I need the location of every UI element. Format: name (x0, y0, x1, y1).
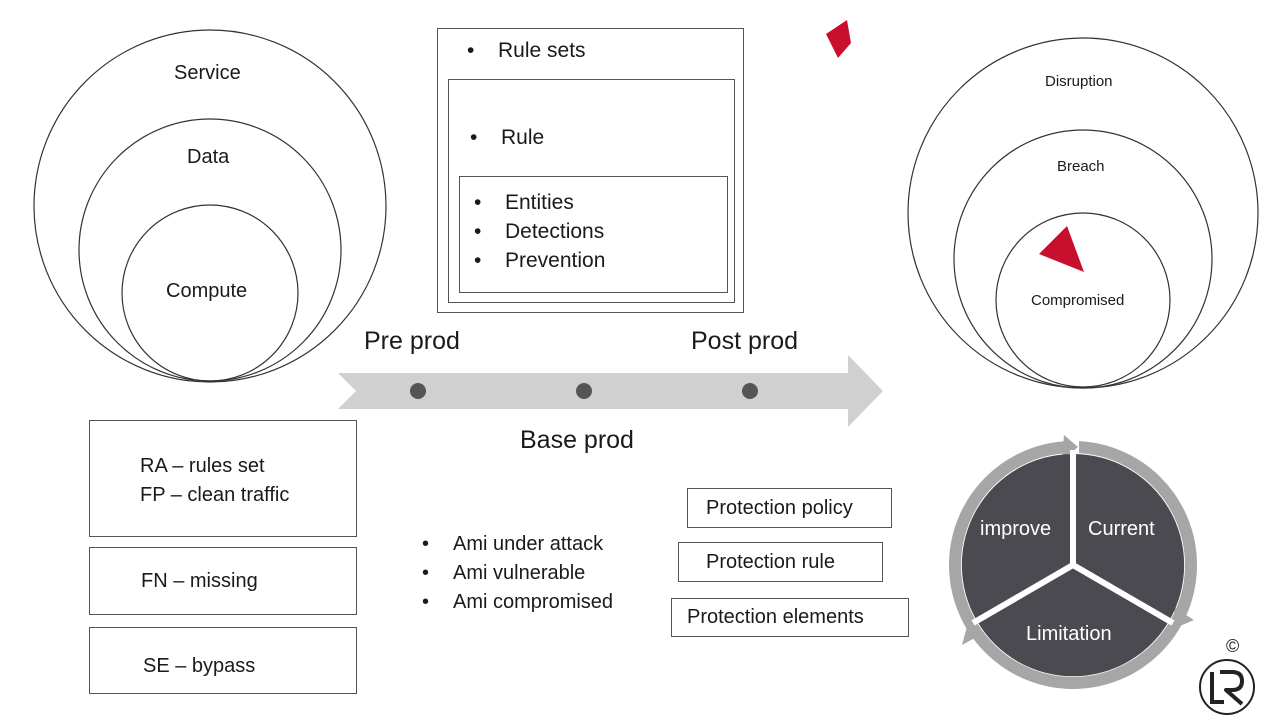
prevention-item: Prevention (474, 246, 606, 275)
se-box (89, 627, 357, 694)
protection-policy-box (687, 488, 892, 528)
fn-label: FN – missing (141, 570, 258, 592)
fp-label: FP – clean traffic (140, 484, 290, 506)
post-prod-label: Post prod (691, 327, 799, 355)
detections-item: Detections (474, 217, 604, 246)
protection-rule-label: Protection rule (706, 551, 835, 573)
copyright-symbol: © (1226, 636, 1240, 656)
ami-compromised: Ami compromised (422, 588, 613, 617)
ami-vulnerable: Ami vulnerable (422, 559, 585, 588)
base-prod-dot (576, 383, 592, 399)
entities-item: Entities (474, 188, 574, 217)
protection-elements-box (671, 598, 909, 637)
pre-prod-dot (410, 383, 426, 399)
fn-box (89, 547, 357, 615)
protection-policy-label: Protection policy (706, 497, 853, 519)
limitation-label: Limitation (1026, 623, 1112, 645)
ami-under-attack: Ami under attack (422, 530, 603, 559)
protection-elements-label: Protection elements (687, 606, 864, 628)
service-label: Service (174, 62, 241, 84)
rule-label: Rule (470, 123, 544, 152)
limitation-sector (977, 565, 1169, 677)
data-label: Data (187, 146, 230, 168)
disruption-label: Disruption (1045, 73, 1113, 90)
timeline-arrow (338, 355, 883, 427)
protection-rule-box (678, 542, 883, 582)
pre-prod-label: Pre prod (364, 327, 460, 355)
right-circles (907, 37, 1259, 389)
rule-sets-label: Rule sets (467, 36, 585, 65)
cycle-diagram (949, 435, 1197, 689)
se-label: SE – bypass (143, 655, 256, 677)
compromised-label: Compromised (1031, 292, 1125, 309)
ra-label: RA – rules set (140, 455, 265, 477)
post-prod-dot (742, 383, 758, 399)
improve-label: improve (980, 518, 1052, 540)
left-circles (33, 29, 387, 383)
base-prod-label: Base prod (520, 426, 634, 454)
current-label: Current (1088, 518, 1155, 540)
lr-logo-icon (1199, 659, 1255, 715)
compute-label: Compute (166, 280, 248, 302)
ra-fp-box (89, 420, 357, 537)
breach-label: Breach (1057, 158, 1105, 175)
